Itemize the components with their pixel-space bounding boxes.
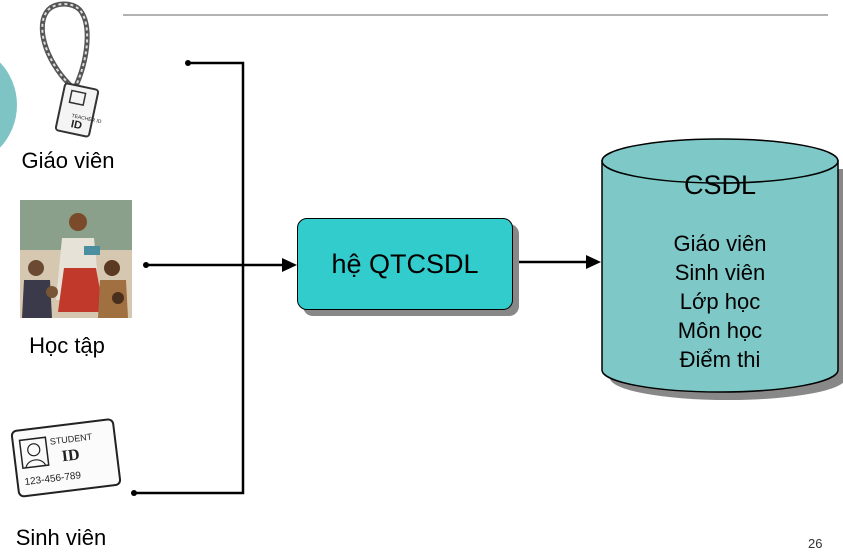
connector-dot bbox=[131, 490, 137, 496]
learning-label: Học tập bbox=[29, 333, 105, 358]
connector-dot bbox=[185, 60, 191, 66]
dbms-box: hệ QTCSDL bbox=[297, 218, 513, 310]
student-id-icon: STUDENT ID 123-456-789 bbox=[10, 418, 122, 498]
student-label: Sinh viên bbox=[15, 525, 107, 550]
teacher-label: Giáo viên bbox=[21, 148, 115, 173]
database-item-list: Giáo viên Sinh viên Lớp học Môn học Điểm… bbox=[602, 229, 838, 374]
arrowhead-to-db bbox=[586, 255, 601, 269]
database-title: CSDL bbox=[683, 170, 757, 200]
svg-text:ID: ID bbox=[70, 118, 83, 132]
connector-lines bbox=[134, 61, 595, 495]
teacher-id-icon: TEACHER ID ID bbox=[39, 1, 102, 138]
connector-dot bbox=[143, 262, 149, 268]
arrowhead-to-dbms bbox=[282, 258, 297, 272]
database-item: Giáo viên bbox=[673, 231, 767, 256]
slide-number: 26 bbox=[808, 536, 823, 551]
database-item: Điểm thi bbox=[679, 347, 761, 372]
classroom-picture bbox=[20, 200, 132, 318]
decorative-circle bbox=[0, 62, 17, 148]
database-cylinder bbox=[601, 138, 843, 400]
dbms-label: hệ QTCSDL bbox=[331, 248, 479, 279]
student-badge-id: ID bbox=[61, 446, 81, 465]
database-item: Môn học bbox=[677, 318, 763, 343]
bus-line bbox=[134, 61, 245, 495]
database-item: Sinh viên bbox=[674, 260, 766, 285]
database-item: Lớp học bbox=[679, 289, 761, 314]
